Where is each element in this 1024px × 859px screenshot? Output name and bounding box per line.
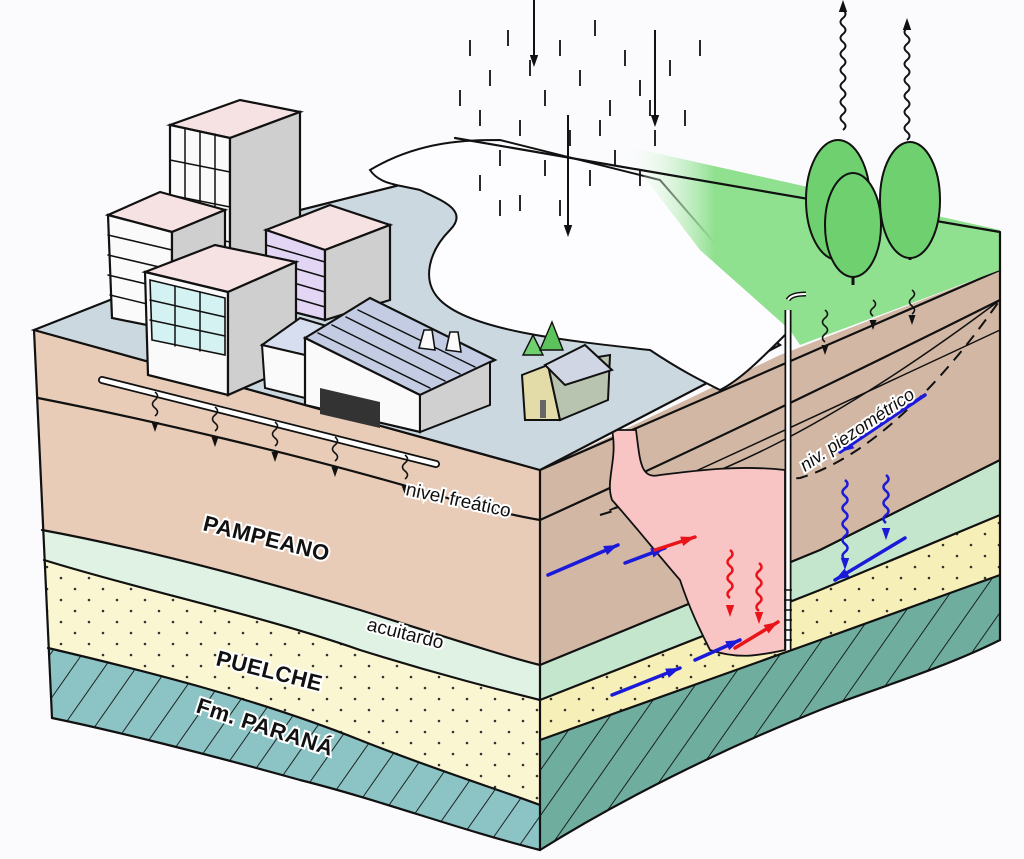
tree-crown: [824, 172, 882, 278]
rain-arrowhead: [529, 55, 539, 67]
recharge-arrow-clean: [882, 474, 890, 524]
flow-arrows-contaminated: [653, 535, 780, 650]
recharge-arrowhead-clean: [881, 528, 891, 540]
leak-arrow: [211, 406, 219, 432]
leak-arrowhead: [401, 485, 409, 495]
leak-arrow: [401, 454, 409, 480]
leachate-arrow: [755, 562, 763, 612]
chimney-1: [417, 329, 436, 351]
infiltration-arrowhead: [908, 315, 916, 325]
layer-pampeano-front: [34, 330, 540, 665]
infiltration-arrowhead: [869, 320, 877, 330]
infiltration-arrow: [869, 299, 877, 317]
rain-arrowhead: [650, 115, 660, 127]
leak-arrowhead: [271, 452, 279, 462]
infiltration-arrows: [821, 289, 916, 355]
infiltration-arrowhead: [821, 345, 829, 355]
leachate-arrow: [726, 549, 734, 599]
leak-arrowhead: [331, 467, 339, 477]
leachate-arrowhead: [754, 612, 764, 624]
leak-arrow: [331, 436, 339, 462]
house: [520, 320, 614, 422]
flow-arrowhead-clean: [840, 440, 855, 452]
factory: [259, 296, 498, 434]
leak-arrow: [151, 391, 159, 417]
flow-arrow-clean: [838, 393, 927, 454]
layer-acuitardo-front: [42, 530, 540, 700]
infiltration-arrow: [821, 309, 829, 343]
tree-crown: [879, 141, 941, 259]
leak-arrowhead: [151, 422, 159, 432]
rain: [459, 20, 701, 216]
et-arrow-shaft: [839, 9, 847, 131]
infiltration-arrow: [908, 289, 916, 315]
flow-arrowhead-clean: [725, 640, 740, 651]
flow-arrows-clean: [546, 393, 927, 697]
flow-arrowhead-clean: [835, 568, 850, 580]
flow-arrowhead-clean: [665, 668, 680, 678]
leachate-arrowhead: [725, 605, 735, 617]
recharge-arrow-clean: [841, 479, 849, 561]
building-glass: [141, 243, 300, 397]
trees: [805, 139, 941, 285]
water-table-line: [36, 396, 542, 522]
flow-arrowhead-clean: [603, 545, 618, 556]
et-arrow-shaft: [903, 27, 911, 141]
chimney-2: [445, 331, 462, 353]
flow-arrowhead-contaminated: [763, 622, 778, 634]
front-face: [32, 328, 542, 852]
leak-arrowhead: [211, 437, 219, 447]
recharge-arrowhead-clean: [840, 558, 850, 570]
evapotranspiration-arrows: [838, 0, 912, 141]
et-arrowhead: [902, 18, 912, 30]
flow-arrowhead-contaminated: [680, 536, 695, 546]
leak-arrows: [151, 391, 409, 495]
buildings: [104, 98, 807, 650]
leak-arrow: [271, 421, 279, 447]
et-arrowhead: [838, 0, 848, 12]
rain-arrows: [529, 0, 660, 237]
rain-arrowhead: [563, 225, 573, 237]
